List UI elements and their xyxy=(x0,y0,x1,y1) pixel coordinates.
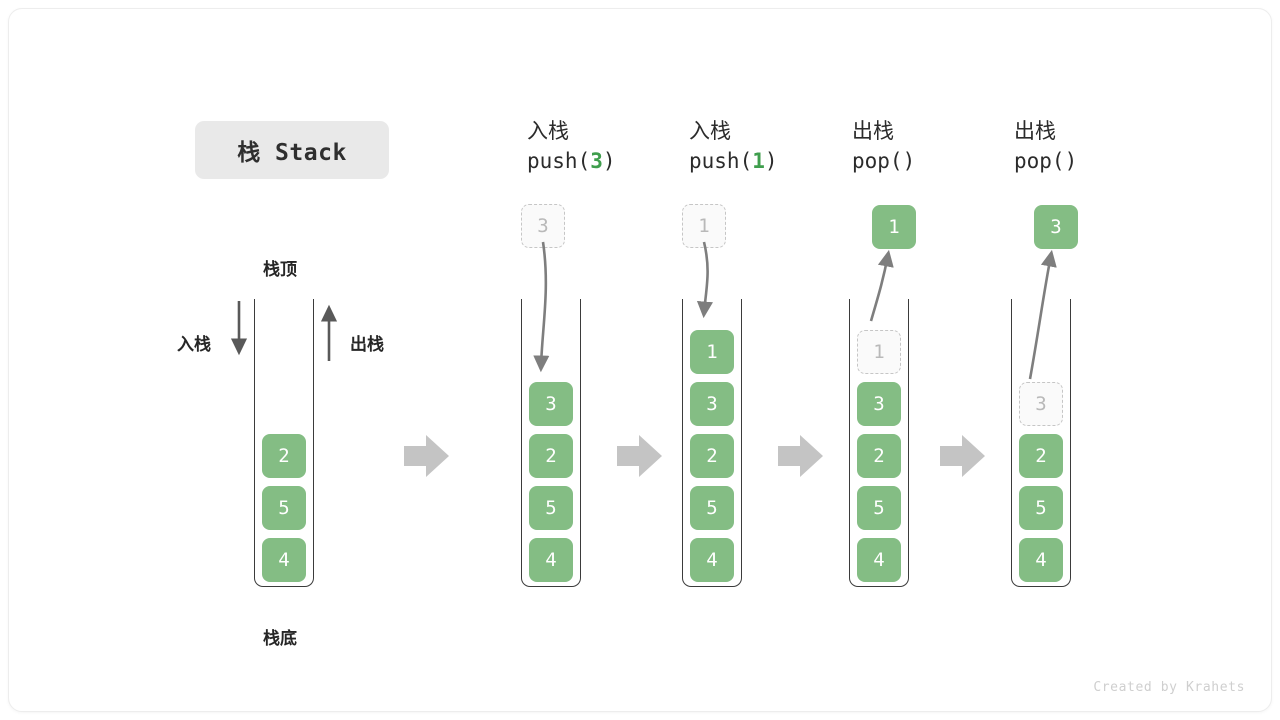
caption-pop-1: 出栈 pop() xyxy=(852,117,915,177)
stack-cell: 5 xyxy=(690,486,734,530)
outgoing-cell-pop-3: 3 xyxy=(1034,205,1078,249)
stack-cell: 3 xyxy=(690,382,734,426)
stack-cell: 2 xyxy=(1019,434,1063,478)
caption-push-3-arg: 3 xyxy=(590,148,603,173)
stack-cell: 4 xyxy=(857,538,901,582)
diagram-canvas: 栈 Stack 栈顶 入栈 出栈 栈底 入栈 push(3) 入栈 push(1… xyxy=(9,9,1271,711)
stack-cell: 1 xyxy=(690,330,734,374)
stack-tube-push-1 xyxy=(682,299,742,587)
stack-cell: 2 xyxy=(262,434,306,478)
caption-pop-1-suffix: ) xyxy=(902,148,916,173)
stack-cell: 2 xyxy=(857,434,901,478)
stack-cell: 5 xyxy=(529,486,573,530)
flow-arrow-icon xyxy=(940,435,985,477)
diagram-card: 栈 Stack 栈顶 入栈 出栈 栈底 入栈 push(3) 入栈 push(1… xyxy=(8,8,1272,712)
stack-cell: 3 xyxy=(857,382,901,426)
label-pop-side: 出栈 xyxy=(350,335,384,354)
caption-pop-3-code: pop() xyxy=(1014,147,1077,177)
arrow-overlay xyxy=(230,241,1057,477)
stack-cell: 4 xyxy=(1019,538,1063,582)
flow-arrow-icon xyxy=(778,435,823,477)
caption-push-1-cn: 入栈 xyxy=(689,120,731,143)
stack-tube-pop-3 xyxy=(1011,299,1071,587)
stack-cell: 4 xyxy=(529,538,573,582)
stack-initial: 2 5 4 xyxy=(254,299,314,587)
label-push-side: 入栈 xyxy=(177,335,211,354)
caption-push-1-suffix: ) xyxy=(764,148,778,173)
stack-cell: 5 xyxy=(857,486,901,530)
caption-push-3-prefix: push( xyxy=(527,148,591,173)
flow-arrow-icon xyxy=(617,435,662,477)
caption-push-1-code: push(1) xyxy=(689,147,778,177)
stack-cell: 2 xyxy=(529,434,573,478)
caption-push-3-code: push(3) xyxy=(527,147,616,177)
stack-tube-pop-1 xyxy=(849,299,909,587)
caption-push-1-arg: 1 xyxy=(752,148,765,173)
diagram-title: 栈 Stack xyxy=(195,121,389,179)
caption-pop-1-cn: 出栈 xyxy=(852,120,894,143)
stack-cell: 2 xyxy=(690,434,734,478)
caption-push-1: 入栈 push(1) xyxy=(689,117,778,177)
caption-push-3: 入栈 push(3) xyxy=(527,117,616,177)
caption-pop-3-suffix: ) xyxy=(1064,148,1078,173)
credit-watermark: Created by Krahets xyxy=(1093,680,1245,695)
caption-push-1-prefix: push( xyxy=(689,148,753,173)
label-stack-top: 栈顶 xyxy=(263,260,297,279)
caption-pop-3-cn: 出栈 xyxy=(1014,120,1056,143)
stack-cell: 5 xyxy=(262,486,306,530)
incoming-cell-push-1: 1 xyxy=(682,204,726,248)
stack-cell: 3 xyxy=(529,382,573,426)
stack-cell: 4 xyxy=(690,538,734,582)
stack-pop-1: 1 3 2 5 4 xyxy=(849,299,909,587)
stack-tube-push-3 xyxy=(521,299,581,587)
caption-pop-1-prefix: pop( xyxy=(852,148,903,173)
caption-push-3-cn: 入栈 xyxy=(527,120,569,143)
stack-push-1: 1 3 2 5 4 xyxy=(682,299,742,587)
stack-tube-initial xyxy=(254,299,314,587)
caption-pop-1-code: pop() xyxy=(852,147,915,177)
caption-push-3-suffix: ) xyxy=(602,148,616,173)
incoming-cell-push-3: 3 xyxy=(521,204,565,248)
stack-cell: 3 xyxy=(1019,382,1063,426)
stack-cell: 5 xyxy=(1019,486,1063,530)
caption-pop-3: 出栈 pop() xyxy=(1014,117,1077,177)
flow-arrow-icon xyxy=(404,435,449,477)
label-stack-bottom: 栈底 xyxy=(263,629,297,648)
stack-cell: 4 xyxy=(262,538,306,582)
caption-pop-3-prefix: pop( xyxy=(1014,148,1065,173)
stack-push-3: 3 2 5 4 xyxy=(521,299,581,587)
outgoing-cell-pop-1: 1 xyxy=(872,205,916,249)
stack-cell: 1 xyxy=(857,330,901,374)
stack-pop-3: 3 2 5 4 xyxy=(1011,299,1071,587)
